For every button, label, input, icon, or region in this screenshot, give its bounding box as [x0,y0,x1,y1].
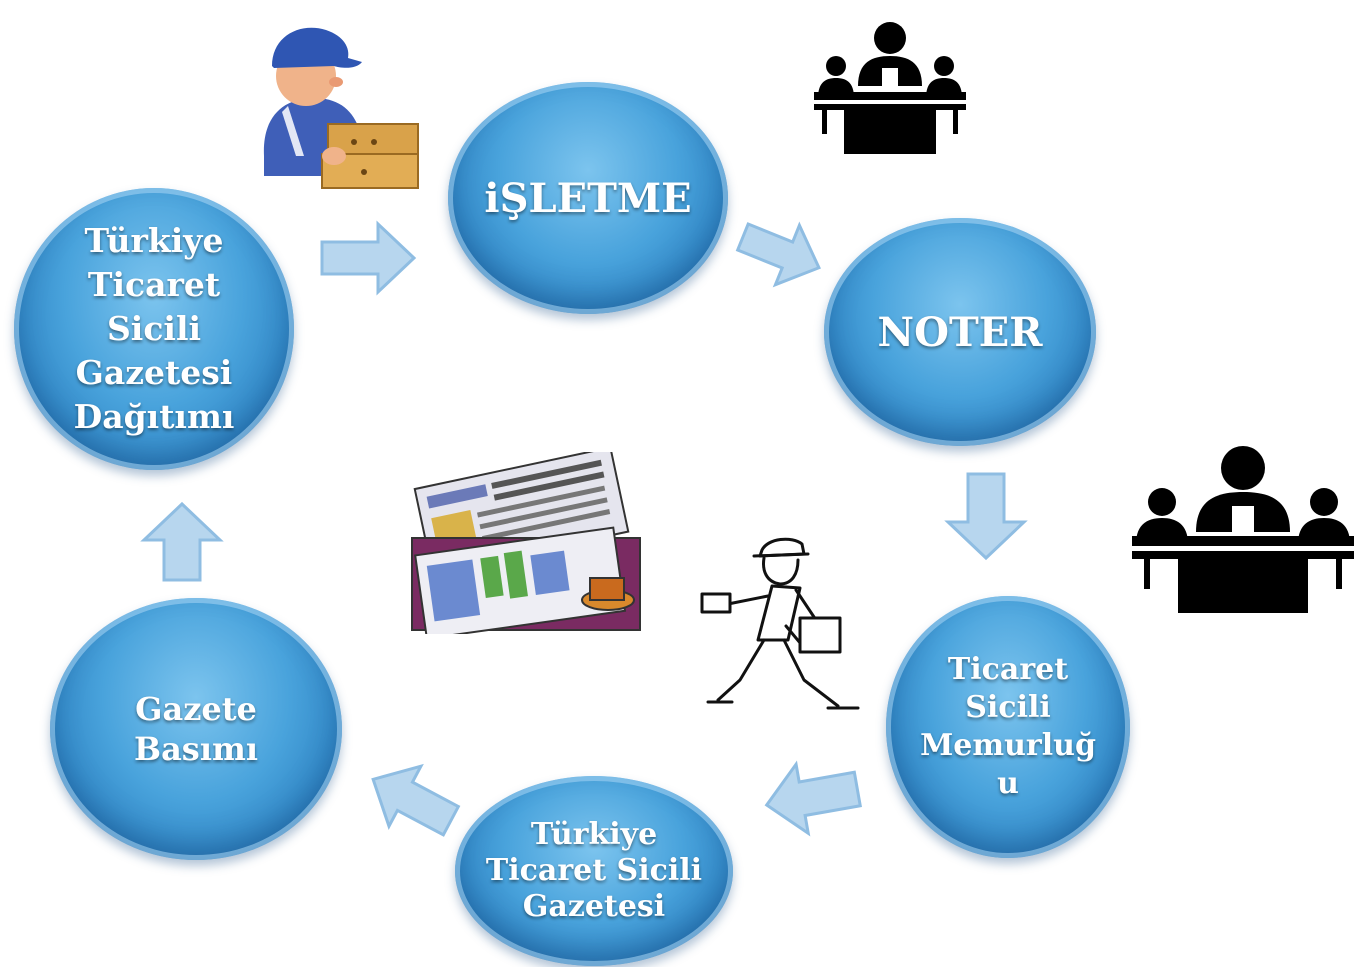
node-gazete-basimi-label: Gazete Basımı [134,690,258,768]
officials-at-desk-icon [1132,446,1354,613]
node-gazete-basimi: Gazete Basımı [50,598,342,860]
node-ttsg-dagitimi-label: Türkiye Ticaret Sicili Gazetesi Dağıtımı [73,221,235,436]
node-noter-label: NOTER [877,308,1043,356]
arrow-dagitim-to-isletme [320,220,417,296]
postman-icon [700,537,860,710]
arrow-isletme-to-noter [735,221,821,288]
arrow-noter-to-memurluk [944,472,1028,561]
node-ticaret-sicili-memurlugu-label: Ticaret Sicili Memurluğ u [920,652,1096,801]
node-ttsg-dagitimi: Türkiye Ticaret Sicili Gazetesi Dağıtımı [14,188,294,470]
node-isletme-label: iŞLETME [484,174,692,222]
node-ticaret-sicili-memurlugu: Ticaret Sicili Memurluğ u [886,596,1130,858]
newspapers-icon [408,452,646,634]
node-ttsg-label: Türkiye Ticaret Sicili Gazetesi [485,817,703,924]
node-noter: NOTER [824,218,1096,446]
node-isletme: iŞLETME [448,82,728,314]
arrow-memurluk-to-ttsg [764,760,862,837]
arrow-ttsg-to-basim [371,763,461,837]
node-ttsg: Türkiye Ticaret Sicili Gazetesi [455,776,733,966]
officials-at-desk-icon [814,22,966,154]
courier-with-package-icon [263,27,419,189]
arrow-basim-to-dagitim [140,501,224,582]
